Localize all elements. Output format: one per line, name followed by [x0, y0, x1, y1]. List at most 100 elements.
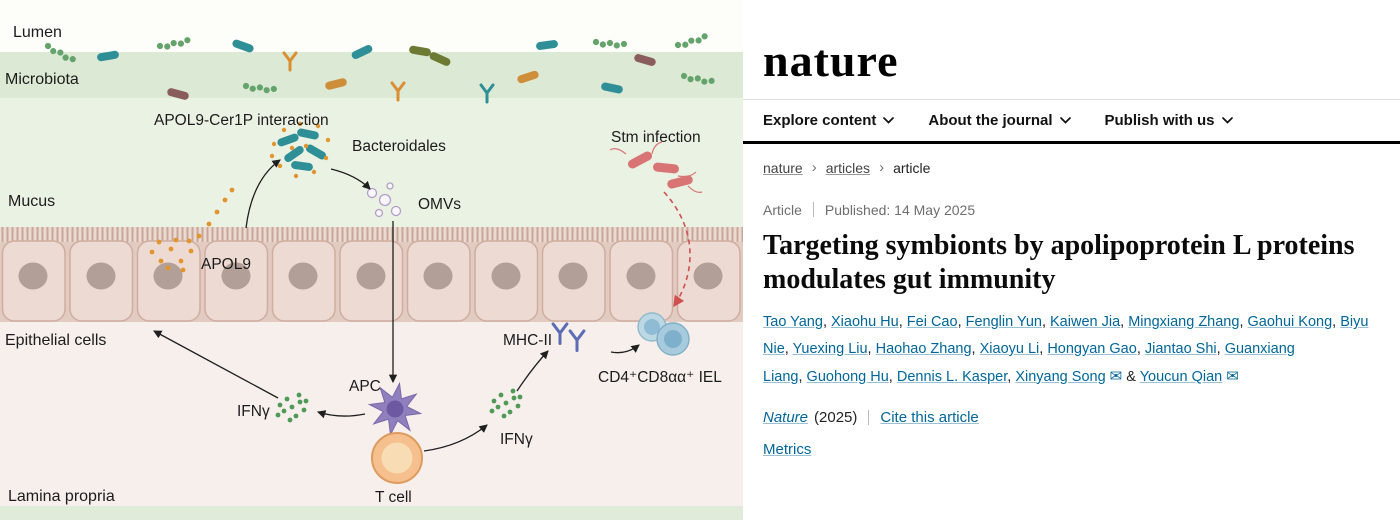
- author-link[interactable]: Hongyan Gao: [1047, 340, 1137, 357]
- brush-border: [0, 227, 743, 242]
- author-separator: ,: [1239, 314, 1248, 331]
- author-link[interactable]: Jiantao Shi: [1144, 340, 1217, 357]
- breadcrumb-articles[interactable]: articles: [825, 159, 871, 176]
- divider-grey: [743, 98, 1400, 100]
- metrics-row: Metrics: [763, 441, 1374, 458]
- author-link[interactable]: Kaiwen Jia: [1050, 314, 1121, 331]
- author-link[interactable]: Guanxiang Liang: [763, 340, 1295, 385]
- nav-label: Publish with us: [1104, 111, 1215, 129]
- author-separator: ,: [888, 368, 897, 385]
- figure-arrows: [153, 159, 640, 452]
- author-separator: ,: [798, 368, 807, 385]
- logo-row: nature: [743, 0, 1400, 99]
- breadcrumb-nature[interactable]: nature: [763, 159, 803, 176]
- author-separator: ,: [1136, 340, 1145, 357]
- article-header: nature › articles › article Article Publ…: [743, 144, 1400, 458]
- author-link[interactable]: Haohao Zhang: [875, 340, 972, 357]
- published-date: Published: 14 May 2025: [824, 201, 976, 218]
- stm-bacteria: [609, 141, 703, 193]
- author-separator: ,: [822, 314, 831, 331]
- label-ifng-right: IFNγ: [500, 431, 533, 448]
- article-meta: Article Published: 14 May 2025: [763, 202, 1374, 218]
- chevron-down-icon: [883, 117, 895, 124]
- author-link[interactable]: Mingxiang Zhang: [1128, 314, 1240, 331]
- author-separator: ,: [1041, 314, 1051, 331]
- envelope-icon[interactable]: ✉: [1226, 367, 1239, 385]
- author-separator: ,: [784, 340, 793, 357]
- cite-divider: [868, 409, 870, 425]
- label-lamina-propria: Lamina propria: [8, 488, 115, 505]
- journal-year: (2025): [814, 408, 858, 426]
- divider-black: [743, 140, 1400, 144]
- nav-publish-with-us[interactable]: Publish with us: [1105, 112, 1233, 129]
- author-separator: &: [1122, 368, 1140, 385]
- nav-about-the-journal[interactable]: About the journal: [928, 111, 1071, 129]
- cite-this-article-link[interactable]: Cite this article: [880, 408, 979, 426]
- author-link[interactable]: Fenglin Yun: [965, 314, 1042, 331]
- label-apol9-cer1p: APOL9-Cer1P interaction: [154, 112, 329, 129]
- omv-vesicles: [366, 182, 402, 218]
- author-separator: ,: [1007, 368, 1016, 385]
- label-apol9: APOL9: [201, 256, 251, 273]
- iel-cell: [637, 312, 690, 356]
- author-link[interactable]: Fei Cao: [906, 314, 958, 331]
- stm-dashed-arrow: [663, 191, 691, 308]
- author-separator: ,: [898, 314, 907, 331]
- article-type: Article: [763, 201, 802, 218]
- apc-cell: [367, 381, 423, 437]
- author-list: Tao Yang, Xiaohu Hu, Fei Cao, Fenglin Yu…: [763, 309, 1374, 390]
- author-link[interactable]: Biyu Nie: [763, 314, 1369, 357]
- chevron-down-icon: [1059, 117, 1071, 124]
- author-link[interactable]: Gaohui Kong: [1247, 314, 1333, 331]
- author-link[interactable]: Dennis L. Kasper: [896, 368, 1008, 385]
- envelope-icon[interactable]: ✉: [1109, 367, 1123, 385]
- ifng-dots-left: [275, 392, 309, 423]
- author-link[interactable]: Yuexing Liu: [792, 340, 868, 357]
- metrics-link[interactable]: Metrics: [763, 440, 812, 458]
- epithelial-nuclei: [18, 262, 723, 290]
- label-cd4-cd8-iel: CD4⁺CD8αα⁺ IEL: [598, 369, 722, 386]
- author-separator: ,: [1216, 340, 1225, 357]
- author-link[interactable]: Xiaohu Hu: [831, 314, 899, 331]
- label-t-cell: T cell: [375, 489, 412, 506]
- article-title: Targeting symbionts by apolipoprotein L …: [763, 229, 1355, 295]
- author-link[interactable]: Guohong Hu: [806, 368, 889, 385]
- bottom-strip: [0, 506, 743, 520]
- apol9-dots: [149, 187, 235, 273]
- gut-immunity-figure: Lumen Microbiota Mucus Epithelial cells …: [0, 0, 743, 520]
- author-separator: ,: [1332, 314, 1341, 331]
- breadcrumb: nature › articles › article: [763, 160, 1374, 176]
- nav-explore-content[interactable]: Explore content: [763, 111, 895, 129]
- author-separator: ,: [867, 340, 876, 357]
- label-epithelial-cells: Epithelial cells: [5, 332, 106, 349]
- label-ifng-left: IFNγ: [237, 403, 270, 420]
- label-mucus: Mucus: [8, 193, 55, 210]
- author-separator: ,: [957, 314, 966, 331]
- cite-row: Nature (2025) Cite this article: [763, 409, 1374, 426]
- author-separator: ,: [1120, 314, 1129, 331]
- ifng-dots-right: [489, 388, 523, 419]
- author-link[interactable]: Xiaoyu Li: [979, 340, 1040, 357]
- label-bacteroidales: Bacteroidales: [352, 138, 446, 155]
- label-microbiota: Microbiota: [5, 71, 79, 88]
- author-link[interactable]: Youcun Qian: [1139, 368, 1223, 385]
- lumen-zone: [0, 0, 743, 52]
- author-separator: ,: [1039, 340, 1048, 357]
- journal-name-link[interactable]: Nature: [763, 408, 809, 426]
- breadcrumb-article: article: [893, 159, 931, 176]
- label-apc: APC: [349, 378, 381, 395]
- breadcrumb-separator-icon: ›: [811, 159, 817, 177]
- figure-panel: Lumen Microbiota Mucus Epithelial cells …: [0, 0, 743, 520]
- journal-nav: Explore content About the journal Publis…: [743, 100, 1400, 141]
- breadcrumb-separator-icon: ›: [879, 159, 885, 177]
- author-link[interactable]: Xinyang Song: [1015, 368, 1106, 385]
- mucus-zone: [0, 98, 743, 227]
- label-lumen: Lumen: [13, 24, 62, 41]
- meta-divider: [812, 202, 814, 218]
- author-link[interactable]: Tao Yang: [763, 314, 823, 331]
- journal-panel: nature Explore content About the journal…: [743, 0, 1400, 520]
- nav-label: About the journal: [928, 111, 1053, 129]
- nature-logo[interactable]: nature: [763, 35, 899, 86]
- nav-label: Explore content: [763, 111, 877, 129]
